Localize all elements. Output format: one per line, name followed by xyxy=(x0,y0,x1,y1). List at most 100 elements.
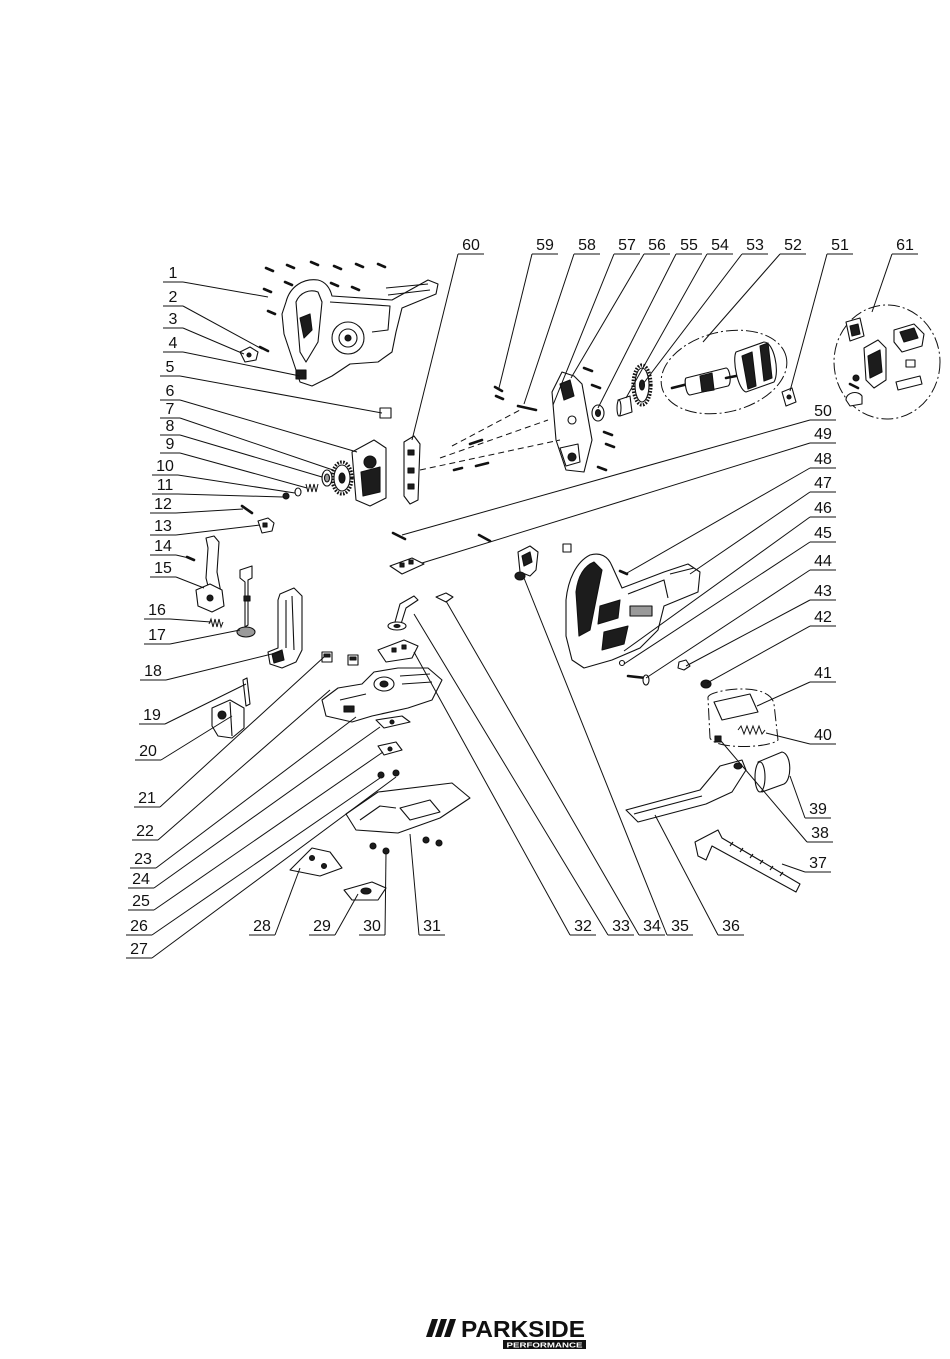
leader-line-20 xyxy=(161,716,232,760)
part-36-dust-shoe xyxy=(626,760,746,822)
callout-number-10: 10 xyxy=(156,458,174,475)
part-40-spring xyxy=(738,726,765,734)
callout-23: 23 xyxy=(130,717,356,868)
callout-37: 37 xyxy=(782,855,831,872)
leader-line-17 xyxy=(170,630,240,644)
part-44-screw xyxy=(628,675,649,685)
callout-number-56: 56 xyxy=(648,237,666,254)
leader-line-7 xyxy=(180,418,333,470)
leader-line-25 xyxy=(154,752,383,910)
callout-7: 7 xyxy=(160,401,333,470)
part-37-guide-ruler xyxy=(695,830,800,892)
leader-line-12 xyxy=(176,509,243,513)
callout-number-20: 20 xyxy=(139,743,157,760)
leader-line-24 xyxy=(154,727,380,888)
square-pad-near-switch xyxy=(563,544,571,552)
callout-number-46: 46 xyxy=(814,500,832,517)
callout-number-7: 7 xyxy=(166,401,175,418)
callout-number-42: 42 xyxy=(814,609,832,626)
callout-number-53: 53 xyxy=(746,237,764,254)
leader-line-2 xyxy=(183,306,262,349)
leader-line-1 xyxy=(183,282,268,297)
part-38-small-block xyxy=(715,736,721,742)
callout-number-3: 3 xyxy=(169,311,178,328)
callout-number-15: 15 xyxy=(154,560,172,577)
callout-number-43: 43 xyxy=(814,583,832,600)
callout-48: 48 xyxy=(627,451,836,573)
part-6-gear-cover-plate xyxy=(352,440,386,506)
callout-14: 14 xyxy=(150,538,189,558)
part-49-block xyxy=(390,558,424,574)
callout-number-61: 61 xyxy=(896,237,914,254)
callout-number-13: 13 xyxy=(154,518,172,535)
part-29-small-plate xyxy=(344,882,386,900)
leader-line-43 xyxy=(686,600,810,666)
callout-number-29: 29 xyxy=(313,918,331,935)
callout-10: 10 xyxy=(152,458,295,493)
callout-number-35: 35 xyxy=(671,918,689,935)
leader-line-16 xyxy=(170,619,211,622)
callout-28: 28 xyxy=(249,868,300,935)
callout-50: 50 xyxy=(402,403,836,535)
callout-51: 51 xyxy=(790,237,853,391)
part-39-cylinder-adapter xyxy=(755,752,790,792)
leader-line-56 xyxy=(571,254,644,378)
part-12-pin xyxy=(242,506,252,513)
callout-number-34: 34 xyxy=(643,918,661,935)
callout-number-57: 57 xyxy=(618,237,636,254)
part-16-spring xyxy=(209,619,223,627)
callout-number-40: 40 xyxy=(814,727,832,744)
callout-number-38: 38 xyxy=(811,825,829,842)
part-28-plate xyxy=(290,848,342,876)
callout-61: 61 xyxy=(872,237,918,312)
callout-number-25: 25 xyxy=(132,893,150,910)
part-58-59-small-pins xyxy=(495,387,503,399)
part-61-electronics-assembly xyxy=(834,305,940,419)
callout-number-23: 23 xyxy=(134,851,152,868)
callout-59: 59 xyxy=(499,237,558,388)
callout-number-11: 11 xyxy=(157,477,174,494)
callout-39: 39 xyxy=(790,776,831,818)
leader-line-3 xyxy=(183,328,244,354)
callout-6: 6 xyxy=(160,383,357,452)
leader-line-29 xyxy=(335,894,358,935)
callout-12: 12 xyxy=(150,496,243,513)
leader-line-31 xyxy=(410,834,419,935)
brand-logo: PARKSIDE PERFORMANCE xyxy=(426,1316,586,1350)
callout-number-48: 48 xyxy=(814,451,832,468)
callout-number-28: 28 xyxy=(253,918,271,935)
part-11-washer xyxy=(283,493,289,499)
callout-29: 29 xyxy=(309,894,358,935)
callout-number-36: 36 xyxy=(722,918,740,935)
leader-line-39 xyxy=(790,776,805,818)
callout-1: 1 xyxy=(163,265,268,297)
part-10-washer xyxy=(295,488,301,496)
leader-line-6 xyxy=(180,400,357,452)
callout-number-21: 21 xyxy=(138,790,156,807)
part-22-cube xyxy=(348,655,358,665)
leader-line-18 xyxy=(166,652,280,680)
callout-24: 24 xyxy=(128,727,380,888)
leader-line-48 xyxy=(627,468,810,573)
housing-left-half xyxy=(282,280,438,386)
callout-number-41: 41 xyxy=(814,665,832,682)
part-9-spring xyxy=(306,484,318,492)
part-32-blade-clamp xyxy=(378,640,418,662)
leader-line-37 xyxy=(782,864,805,872)
leader-line-30 xyxy=(385,853,386,935)
callout-number-60: 60 xyxy=(462,237,480,254)
callout-number-2: 2 xyxy=(169,289,178,306)
callout-11: 11 xyxy=(152,477,283,497)
part-45-washer xyxy=(620,661,625,666)
leader-line-42 xyxy=(707,626,810,683)
callout-18: 18 xyxy=(140,652,280,680)
part-18-guide-housing xyxy=(268,588,302,668)
callout-60: 60 xyxy=(412,237,484,440)
leader-line-13 xyxy=(176,525,260,535)
leader-line-61 xyxy=(872,254,892,312)
callout-number-54: 54 xyxy=(711,237,729,254)
part-51-small-plate xyxy=(782,388,796,406)
callout-26: 26 xyxy=(126,778,380,935)
logo-slashes xyxy=(426,1319,456,1337)
